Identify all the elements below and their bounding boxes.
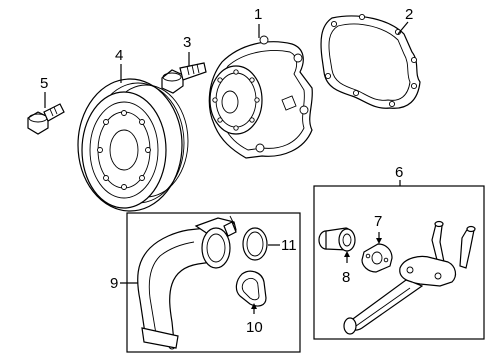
callout-1: 1	[254, 6, 262, 23]
water-pump-part-1	[208, 35, 313, 159]
coolant-pipe-assembly-part-6	[343, 220, 476, 335]
callout-8: 8	[342, 269, 350, 286]
callout-4: 4	[115, 47, 123, 64]
plug-part-8	[318, 227, 356, 252]
gasket-part-2	[320, 13, 421, 109]
o-ring-part-11	[242, 227, 268, 261]
leader-2	[397, 21, 409, 35]
callout-9: 9	[110, 275, 118, 292]
arrow-8	[344, 251, 350, 257]
arrow-10	[251, 303, 257, 309]
pulley-part-4	[77, 78, 189, 212]
callout-10: 10	[246, 319, 263, 336]
callout-6: 6	[395, 164, 403, 181]
bolt-part-5	[27, 103, 65, 135]
bolt-part-3	[161, 62, 207, 94]
callout-7: 7	[374, 213, 382, 230]
callout-2: 2	[405, 6, 413, 23]
group-box-6	[313, 185, 485, 340]
gasket-part-10	[235, 270, 267, 307]
callout-11: 11	[281, 237, 297, 254]
coolant-pipe-part-9	[137, 215, 237, 350]
gasket-part-7	[361, 243, 393, 273]
callout-5: 5	[40, 75, 48, 92]
arrow-7	[376, 238, 382, 244]
callout-3: 3	[183, 34, 191, 51]
